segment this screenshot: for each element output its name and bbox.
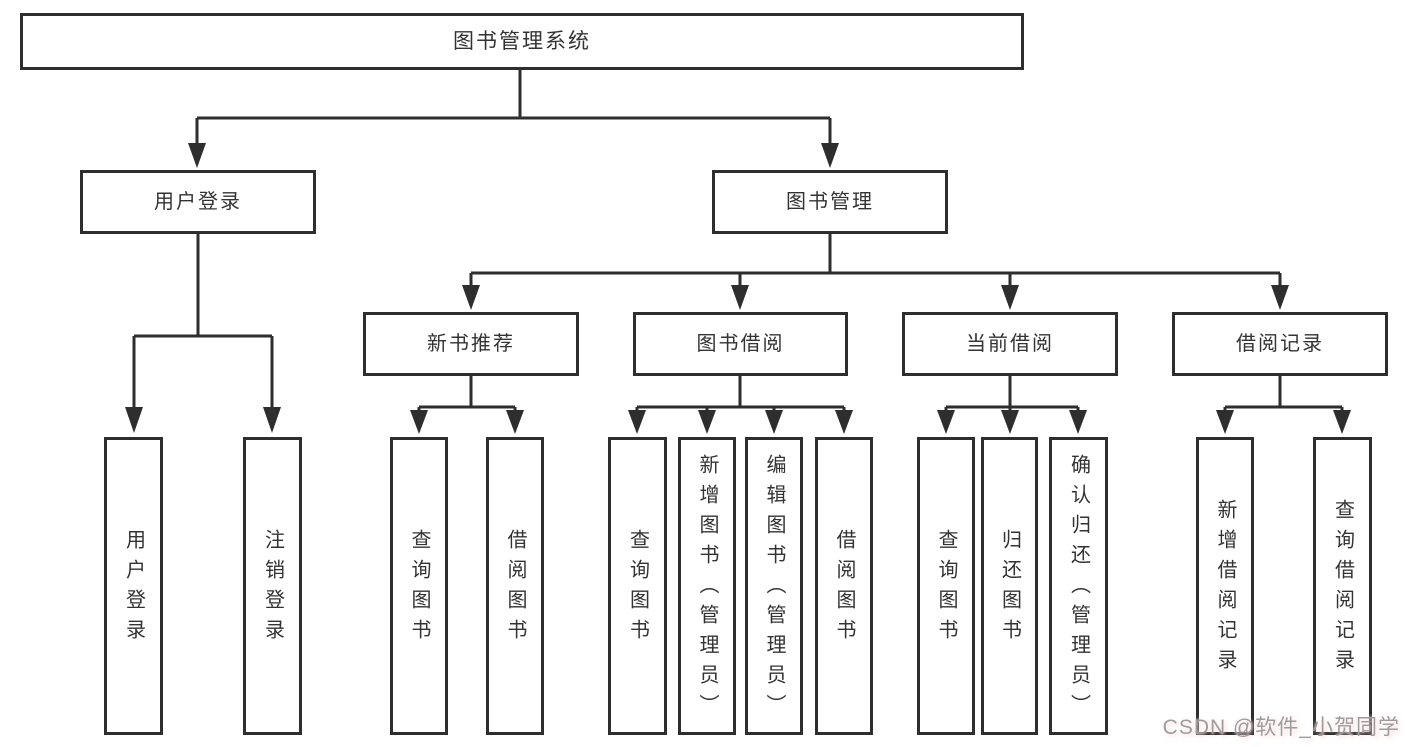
leaf-add-books-admin: 新增图书（管理员） xyxy=(678,437,736,735)
node-book-borrowing: 图书借阅 xyxy=(633,312,848,376)
arrow-down-icon xyxy=(506,410,524,434)
arrow-down-icon xyxy=(821,143,839,168)
arrow-down-icon xyxy=(125,407,143,433)
csdn-watermark: CSDN @软件_小贺同学 xyxy=(1162,716,1400,739)
leaf-query-books-borrowing: 查询图书 xyxy=(608,437,667,735)
node-new-book-recommend: 新书推荐 xyxy=(363,312,579,376)
leaf-query-books-current: 查询图书 xyxy=(917,437,975,735)
leaf-user-login: 用户登录 xyxy=(104,437,163,735)
node-library-management-system: 图书管理系统 xyxy=(20,13,1024,70)
node-borrowing-records: 借阅记录 xyxy=(1172,312,1388,376)
leaf-query-books-recommend: 查询图书 xyxy=(390,437,448,735)
arrow-down-icon xyxy=(937,410,955,434)
arrow-down-icon xyxy=(462,285,480,310)
edge-current-to-leaves xyxy=(944,375,1080,413)
arrow-down-icon xyxy=(731,285,749,310)
arrow-down-icon xyxy=(628,410,646,434)
edge-userlogin-to-leaves xyxy=(132,233,274,410)
arrow-down-icon xyxy=(1001,410,1019,434)
node-user-login: 用户登录 xyxy=(80,170,316,234)
leaf-return-books: 归还图书 xyxy=(981,437,1038,735)
arrow-down-icon xyxy=(1333,410,1351,434)
node-current-borrowing: 当前借阅 xyxy=(902,312,1118,376)
edge-records-to-leaves xyxy=(1223,375,1344,413)
leaf-add-borrow-record: 新增借阅记录 xyxy=(1196,437,1254,735)
edge-borrow-to-leaves xyxy=(635,375,846,413)
leaf-borrow-books: 借阅图书 xyxy=(815,437,873,735)
arrow-down-icon xyxy=(1216,410,1234,434)
edge-newbook-to-leaves xyxy=(417,375,517,413)
leaf-logout: 注销登录 xyxy=(243,437,302,735)
node-book-management: 图书管理 xyxy=(712,170,948,234)
leaf-query-borrow-record: 查询借阅记录 xyxy=(1313,437,1372,735)
edge-bookmgmt-to-level3 xyxy=(469,234,1282,288)
arrow-down-icon xyxy=(410,410,428,434)
arrow-down-icon xyxy=(1069,410,1087,434)
edge-root-to-level2 xyxy=(195,70,832,146)
arrow-down-icon xyxy=(1271,285,1289,310)
leaf-borrow-books-recommend: 借阅图书 xyxy=(486,437,544,735)
leaf-confirm-return-admin: 确认归还（管理员） xyxy=(1049,437,1108,735)
leaf-edit-books-admin: 编辑图书（管理员） xyxy=(745,437,803,735)
arrow-down-icon xyxy=(698,410,716,434)
arrow-down-icon xyxy=(835,410,853,434)
arrow-down-icon xyxy=(263,407,281,433)
arrow-down-icon xyxy=(188,143,206,168)
arrow-down-icon xyxy=(765,410,783,434)
arrow-down-icon xyxy=(1001,285,1019,310)
